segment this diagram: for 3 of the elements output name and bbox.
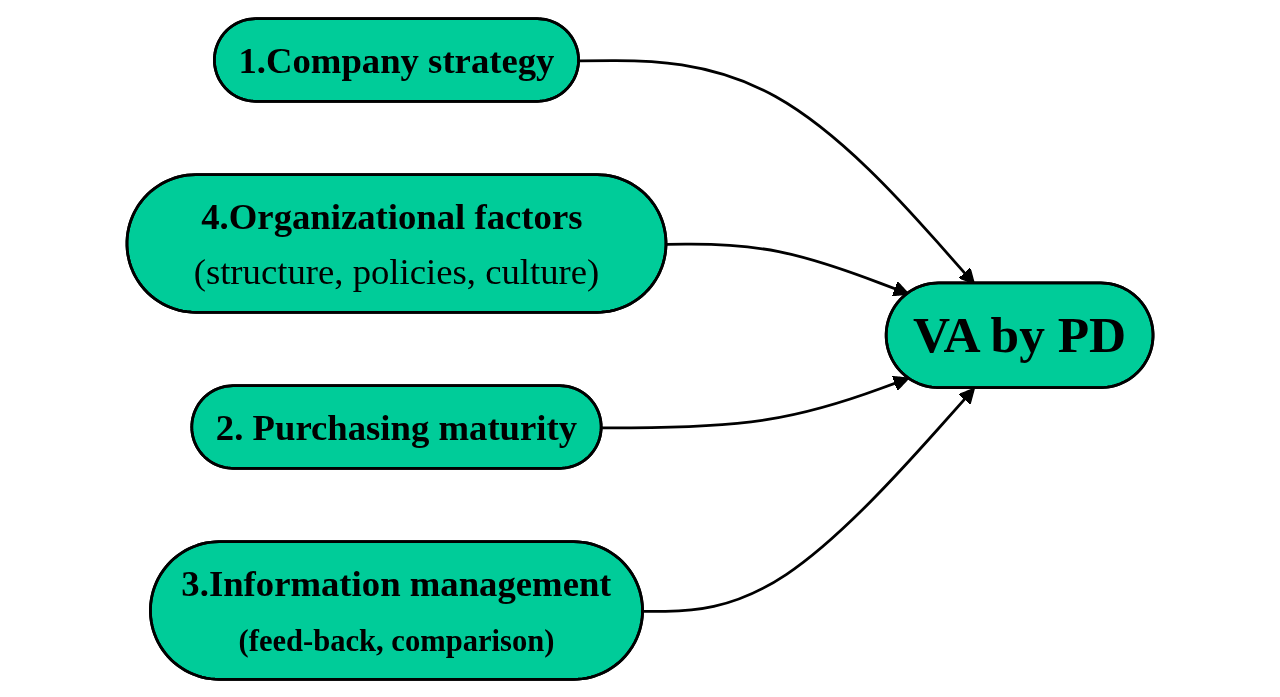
arrow (666, 242, 910, 296)
arrow (602, 375, 910, 429)
arrow (643, 387, 975, 613)
